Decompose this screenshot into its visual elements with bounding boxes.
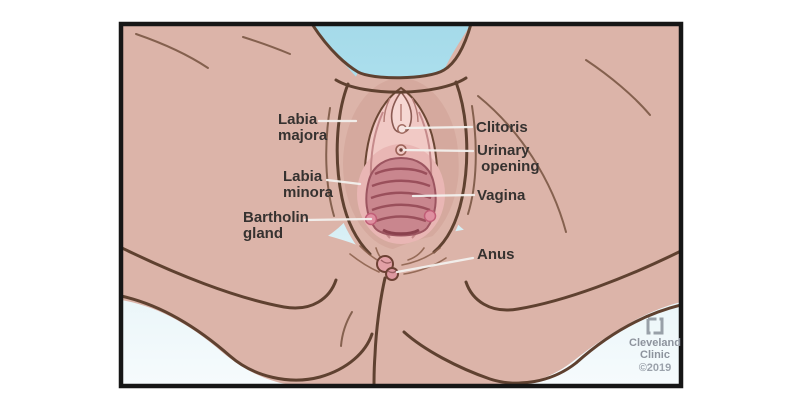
buttock-outlines	[121, 276, 681, 386]
branding-name-line1: Cleveland	[629, 337, 681, 349]
callout-lines	[303, 119, 476, 274]
cleveland-clinic-logo-icon	[646, 317, 664, 335]
perineal-folds	[349, 245, 447, 275]
branding-copyright: ©2019	[638, 362, 672, 374]
branding-name-line2: Clinic	[640, 348, 670, 361]
clitoris-structure	[383, 90, 419, 134]
vulva	[343, 78, 459, 250]
label-bartholin-gland: Bartholin gland	[243, 209, 309, 242]
bartholin-gland-right	[423, 209, 437, 223]
right-thigh	[440, 24, 681, 264]
label-clitoris: Clitoris	[476, 119, 528, 136]
label-anus: Anus	[477, 246, 515, 263]
label-vagina: Vagina	[477, 187, 526, 204]
buttocks	[121, 223, 681, 386]
figure-frame	[118, 21, 684, 389]
anus-structure	[376, 255, 399, 281]
gluteal-cleft	[372, 276, 387, 386]
body-outlines	[121, 24, 681, 312]
skin-creases	[135, 33, 651, 347]
left-thigh	[121, 24, 362, 264]
label-labia-majora: Labia majora	[278, 111, 328, 144]
label-labia-minora: Labia minora	[283, 168, 334, 201]
cleveland-clinic-branding: Cleveland Clinic ©2019	[618, 317, 692, 375]
label-urinary-opening: Urinary opening	[477, 142, 540, 175]
